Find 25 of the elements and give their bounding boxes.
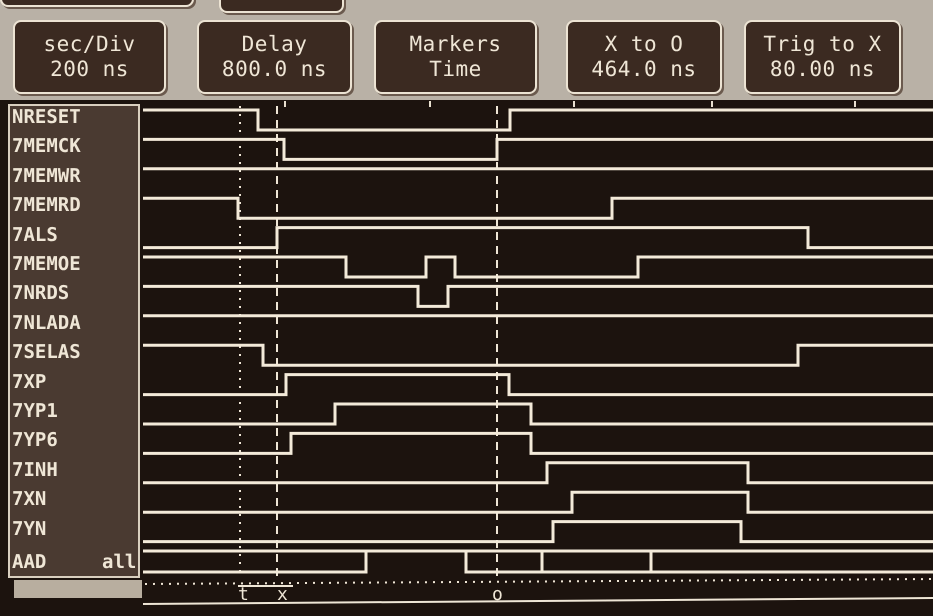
signal-name: NRESET (12, 108, 81, 127)
softkey-button: Trig to X 80.00 ns (744, 20, 901, 94)
marker-label: t (238, 586, 249, 604)
signal-name: 7NLADA (12, 314, 81, 333)
signal-name: 7MEMRD (12, 196, 81, 216)
signal-name: AAD (12, 553, 46, 572)
signal-name: 7NRDS (12, 284, 70, 304)
signal-name: 7INH (12, 460, 58, 480)
signal-name: 7XN (12, 490, 46, 510)
signal-name: 7MEMCK (12, 137, 81, 156)
signal-name: 7SELAS (12, 343, 81, 362)
signal-name: 7YP1 (12, 402, 58, 421)
softkey-button: X to O 464.0 ns (566, 20, 722, 94)
softkey-button: Markers Time (374, 20, 537, 94)
signal-name: 7YP6 (12, 431, 58, 450)
marker-label: x (277, 586, 288, 604)
signal-name: 7ALS (12, 226, 58, 245)
signal-name: 7XP (12, 372, 46, 392)
signal-name: 7YN (12, 520, 46, 539)
softkey-button: sec/Div 200 ns (13, 20, 166, 94)
bus-radix: all (102, 553, 136, 572)
marker-label: o (492, 586, 503, 604)
signal-name: 7MEMWR (12, 166, 81, 186)
signal-name: 7MEMOE (12, 255, 81, 274)
softkey-button: Delay 800.0 ns (197, 20, 352, 94)
